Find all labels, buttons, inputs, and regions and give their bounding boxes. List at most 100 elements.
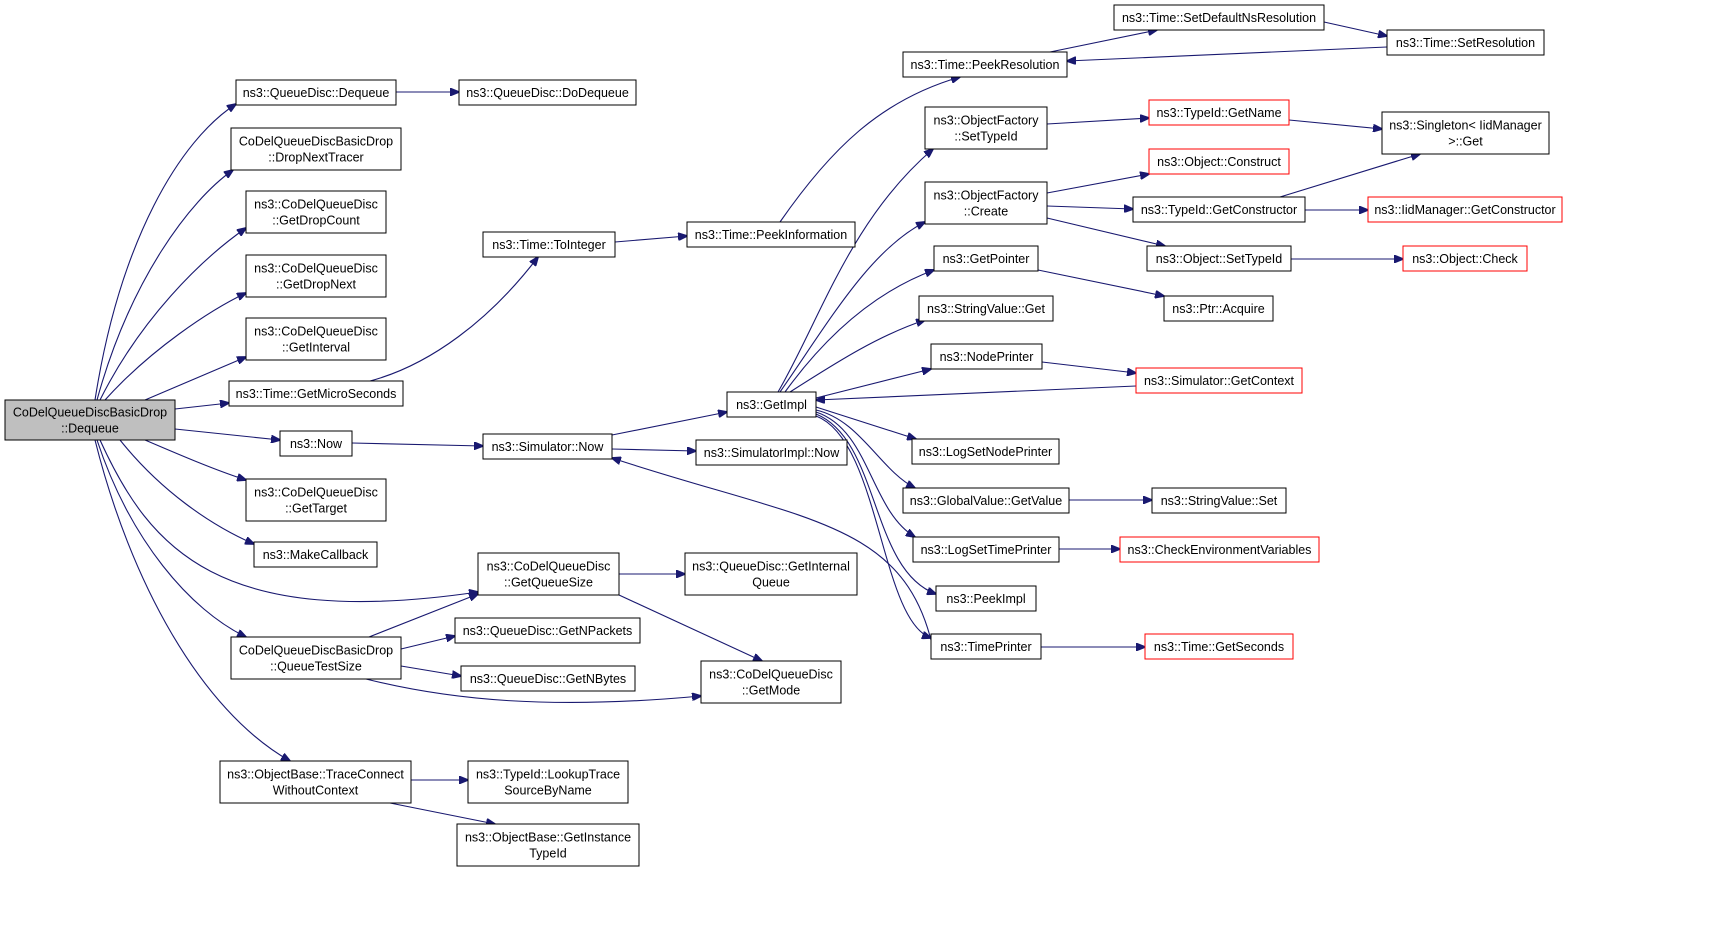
node-box-peekinformation[interactable] [686, 221, 856, 248]
node-box-qd_dequeue[interactable] [235, 79, 397, 106]
node-getqueuesize[interactable]: ns3::CoDelQueueDisc::GetQueueSize [477, 552, 620, 596]
node-box-getinternalqueue[interactable] [684, 552, 858, 596]
node-box-peekimpl[interactable] [935, 585, 1037, 612]
node-sim_getcontext[interactable]: ns3::Simulator::GetContext [1135, 367, 1303, 394]
node-queuetestsize[interactable]: CoDelQueueDiscBasicDrop::QueueTestSize [230, 636, 402, 680]
node-box-dropnexttracer[interactable] [230, 127, 402, 171]
node-getdropcount[interactable]: ns3::CoDelQueueDisc::GetDropCount [245, 190, 387, 234]
node-logsetnodeprinter[interactable]: ns3::LogSetNodePrinter [911, 438, 1060, 465]
node-box-gettarget[interactable] [245, 478, 387, 522]
node-typeid_getname[interactable]: ns3::TypeId::GetName [1148, 99, 1290, 126]
node-box-nodeprinter[interactable] [930, 343, 1043, 370]
node-getnbytes[interactable]: ns3::QueueDisc::GetNBytes [460, 665, 636, 692]
node-getmicroseconds[interactable]: ns3::Time::GetMicroSeconds [228, 380, 404, 407]
node-getpointer[interactable]: ns3::GetPointer [933, 245, 1039, 272]
node-simimplnow[interactable]: ns3::SimulatorImpl::Now [695, 439, 848, 466]
node-box-gv_getvalue[interactable] [902, 487, 1070, 514]
node-box-getdropcount[interactable] [245, 190, 387, 234]
node-object_check[interactable]: ns3::Object::Check [1402, 245, 1528, 272]
node-box-simimplnow[interactable] [695, 439, 848, 466]
node-timeprinter[interactable]: ns3::TimePrinter [930, 633, 1042, 660]
node-box-iid_getconstructor[interactable] [1367, 196, 1563, 223]
node-box-queuetestsize[interactable] [230, 636, 402, 680]
node-box-typeid_getname[interactable] [1148, 99, 1290, 126]
node-now[interactable]: ns3::Now [279, 430, 353, 457]
node-box-getmode[interactable] [700, 660, 842, 704]
node-stringvalue_get[interactable]: ns3::StringValue::Get [918, 295, 1054, 322]
node-box-setresolution[interactable] [1386, 29, 1545, 56]
node-box-sim_getcontext[interactable] [1135, 367, 1303, 394]
node-box-getqueuesize[interactable] [477, 552, 620, 596]
node-qd_dequeue[interactable]: ns3::QueueDisc::Dequeue [235, 79, 397, 106]
node-box-typeid_getconstructor[interactable] [1132, 196, 1306, 223]
node-box-getimpl[interactable] [726, 391, 817, 418]
node-box-getdropnext[interactable] [245, 254, 387, 298]
node-box-object_construct[interactable] [1148, 148, 1290, 175]
node-box-root[interactable] [4, 399, 176, 441]
node-peekimpl[interactable]: ns3::PeekImpl [935, 585, 1037, 612]
node-box-timeprinter[interactable] [930, 633, 1042, 660]
node-box-setdefaultns[interactable] [1113, 4, 1325, 31]
node-getnpackets[interactable]: ns3::QueueDisc::GetNPackets [454, 617, 641, 644]
node-iid_getconstructor[interactable]: ns3::IidManager::GetConstructor [1367, 196, 1563, 223]
node-box-qd_dodequeue[interactable] [458, 79, 637, 106]
node-box-singleton_get[interactable] [1381, 111, 1550, 155]
node-box-getmicroseconds[interactable] [228, 380, 404, 407]
node-time_getseconds[interactable]: ns3::Time::GetSeconds [1144, 633, 1294, 660]
node-box-object_check[interactable] [1402, 245, 1528, 272]
node-object_construct[interactable]: ns3::Object::Construct [1148, 148, 1290, 175]
node-box-of_create[interactable] [924, 181, 1048, 225]
node-box-checkenv[interactable] [1119, 536, 1320, 563]
node-box-getnbytes[interactable] [460, 665, 636, 692]
node-makecallback[interactable]: ns3::MakeCallback [253, 541, 378, 568]
node-box-getpointer[interactable] [933, 245, 1039, 272]
node-peekinformation[interactable]: ns3::Time::PeekInformation [686, 221, 856, 248]
node-box-lookuptrace[interactable] [467, 760, 629, 804]
node-nodeprinter[interactable]: ns3::NodePrinter [930, 343, 1043, 370]
node-singleton_get[interactable]: ns3::Singleton< IidManager>::Get [1381, 111, 1550, 155]
node-qd_dodequeue[interactable]: ns3::QueueDisc::DoDequeue [458, 79, 637, 106]
node-of_settypeid[interactable]: ns3::ObjectFactory::SetTypeId [924, 106, 1048, 150]
node-box-logsettimeprinter[interactable] [912, 536, 1060, 563]
node-box-traceconnect[interactable] [219, 760, 412, 804]
node-box-simnow[interactable] [482, 433, 613, 460]
node-box-makecallback[interactable] [253, 541, 378, 568]
node-checkenv[interactable]: ns3::CheckEnvironmentVariables [1119, 536, 1320, 563]
node-traceconnect[interactable]: ns3::ObjectBase::TraceConnectWithoutCont… [219, 760, 412, 804]
node-box-logsetnodeprinter[interactable] [911, 438, 1060, 465]
node-typeid_getconstructor[interactable]: ns3::TypeId::GetConstructor [1132, 196, 1306, 223]
node-box-getinterval[interactable] [245, 317, 387, 361]
node-tointeger[interactable]: ns3::Time::ToInteger [482, 231, 616, 258]
node-box-getnpackets[interactable] [454, 617, 641, 644]
node-getdropnext[interactable]: ns3::CoDelQueueDisc::GetDropNext [245, 254, 387, 298]
node-root[interactable]: CoDelQueueDiscBasicDrop::Dequeue [4, 399, 176, 441]
node-box-peekresolution[interactable] [902, 51, 1068, 78]
node-getimpl[interactable]: ns3::GetImpl [726, 391, 817, 418]
node-peekresolution[interactable]: ns3::Time::PeekResolution [902, 51, 1068, 78]
node-setresolution[interactable]: ns3::Time::SetResolution [1386, 29, 1545, 56]
node-object_settypeid[interactable]: ns3::Object::SetTypeId [1146, 245, 1292, 272]
node-logsettimeprinter[interactable]: ns3::LogSetTimePrinter [912, 536, 1060, 563]
node-box-getinstancetypeid[interactable] [456, 823, 640, 867]
node-box-stringvalue_set[interactable] [1151, 487, 1287, 514]
node-box-tointeger[interactable] [482, 231, 616, 258]
node-getinterval[interactable]: ns3::CoDelQueueDisc::GetInterval [245, 317, 387, 361]
node-of_create[interactable]: ns3::ObjectFactory::Create [924, 181, 1048, 225]
node-setdefaultns[interactable]: ns3::Time::SetDefaultNsResolution [1113, 4, 1325, 31]
node-gv_getvalue[interactable]: ns3::GlobalValue::GetValue [902, 487, 1070, 514]
node-getmode[interactable]: ns3::CoDelQueueDisc::GetMode [700, 660, 842, 704]
node-box-ptr_acquire[interactable] [1163, 295, 1274, 322]
node-ptr_acquire[interactable]: ns3::Ptr::Acquire [1163, 295, 1274, 322]
node-box-object_settypeid[interactable] [1146, 245, 1292, 272]
node-box-of_settypeid[interactable] [924, 106, 1048, 150]
node-box-now[interactable] [279, 430, 353, 457]
node-box-stringvalue_get[interactable] [918, 295, 1054, 322]
node-dropnexttracer[interactable]: CoDelQueueDiscBasicDrop::DropNextTracer [230, 127, 402, 171]
node-simnow[interactable]: ns3::Simulator::Now [482, 433, 613, 460]
node-gettarget[interactable]: ns3::CoDelQueueDisc::GetTarget [245, 478, 387, 522]
node-stringvalue_set[interactable]: ns3::StringValue::Set [1151, 487, 1287, 514]
node-box-time_getseconds[interactable] [1144, 633, 1294, 660]
